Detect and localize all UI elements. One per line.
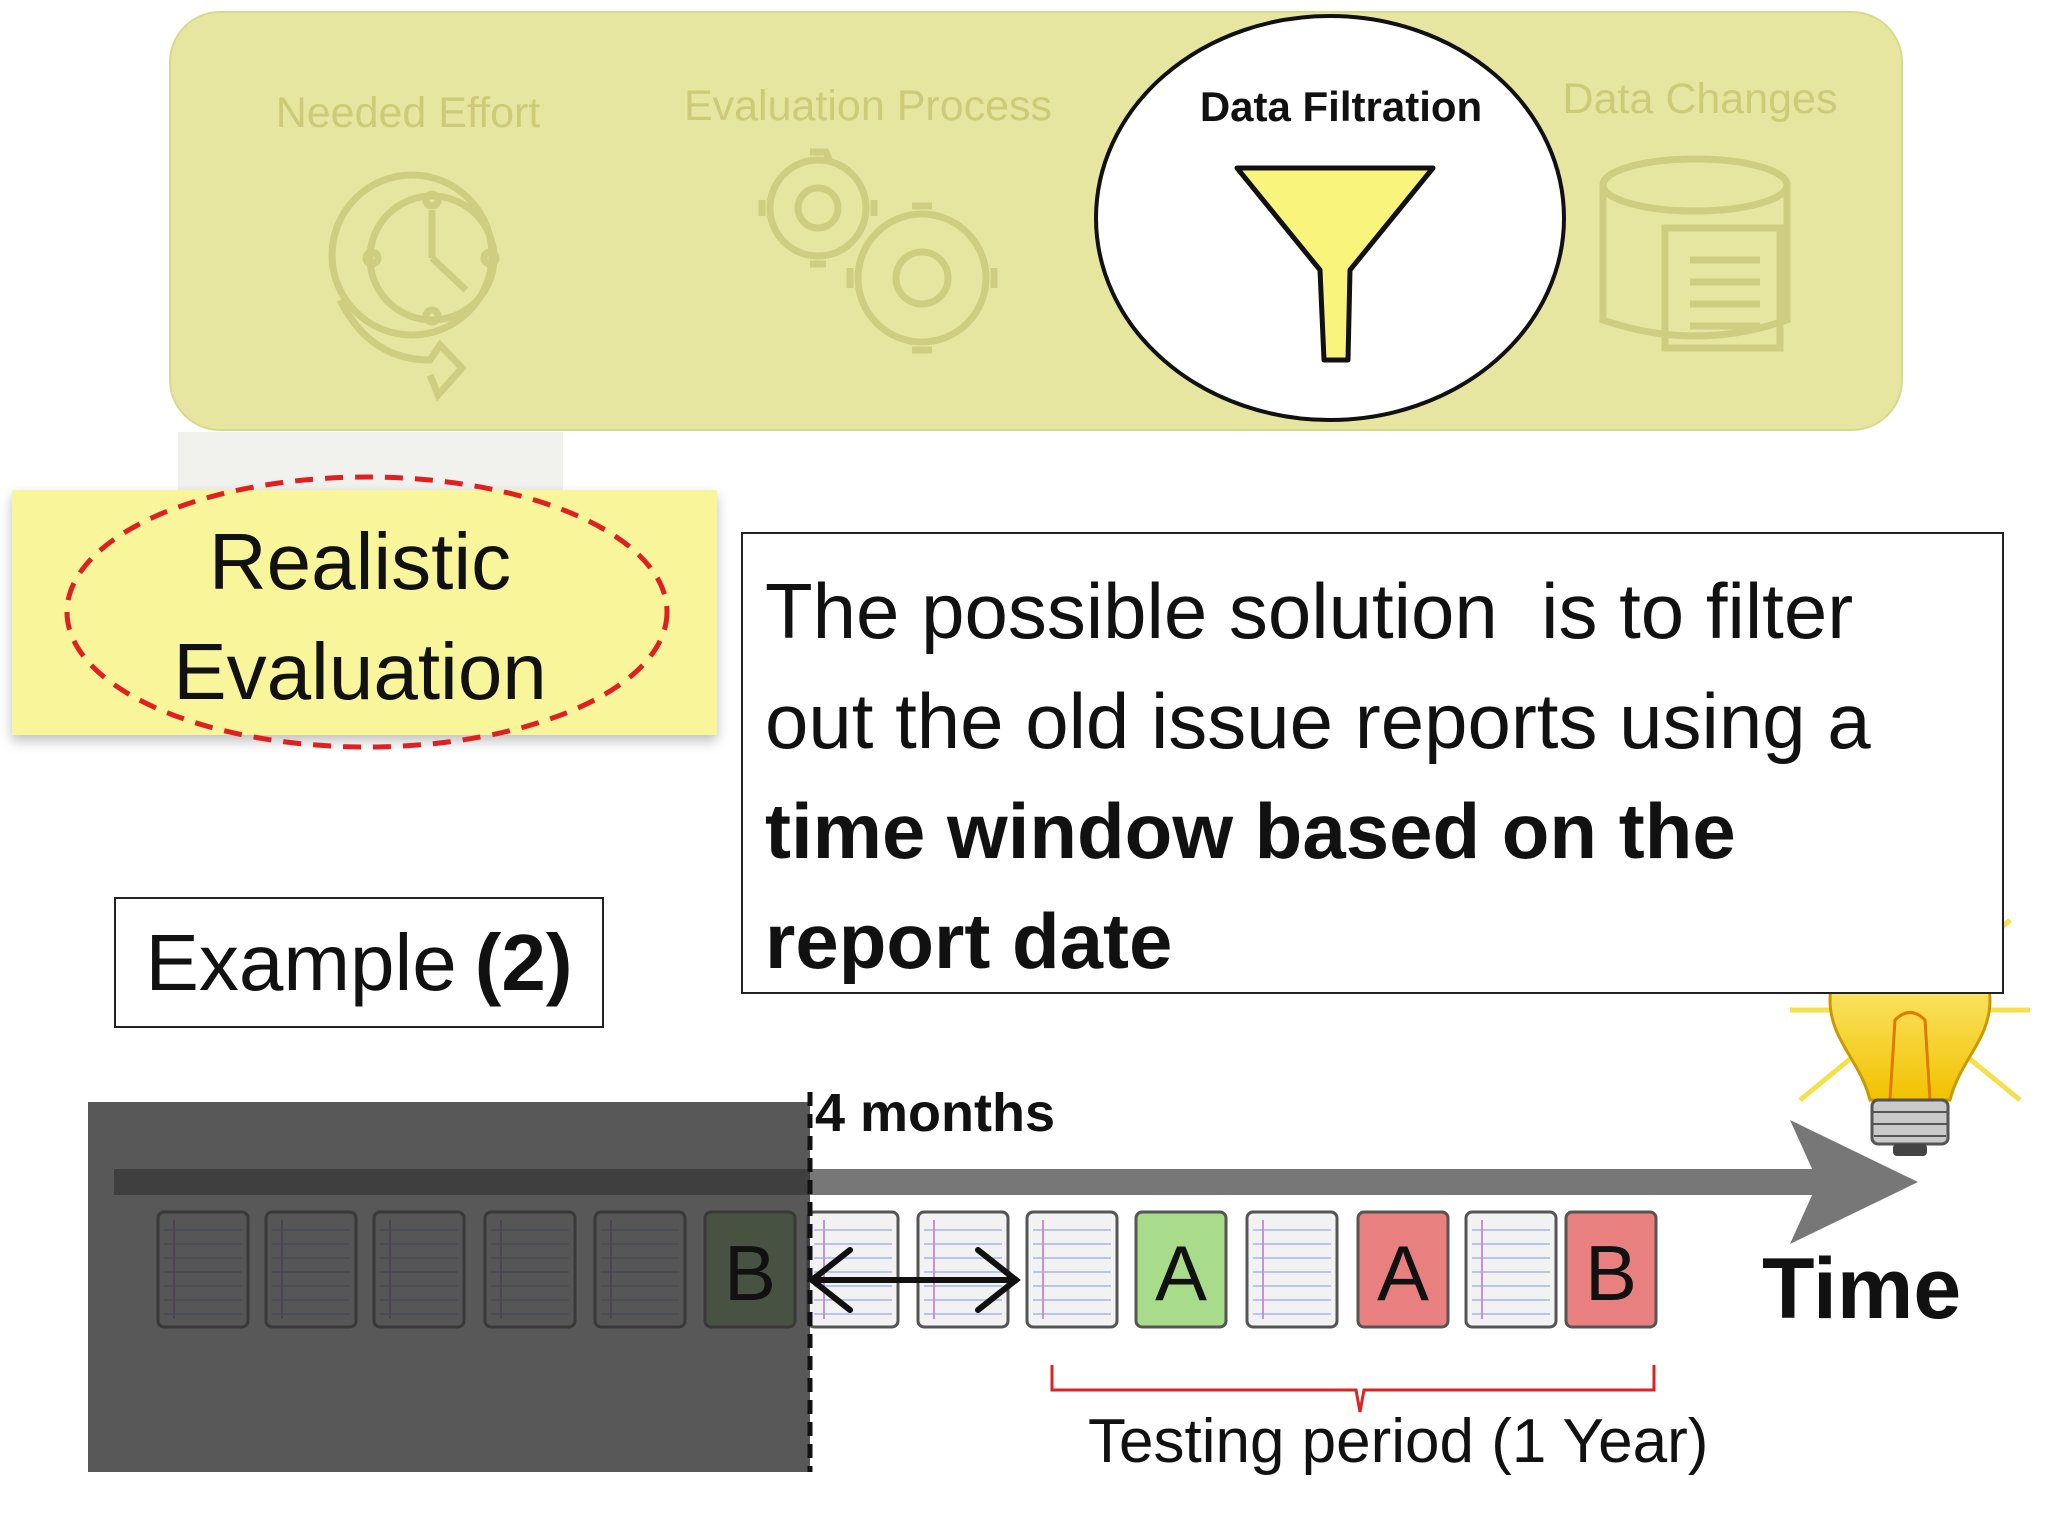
realistic-evaluation-label: Realistic Evaluation [110,507,610,727]
solution-line-3: time window based on the [765,787,1736,875]
sticky-line-2: Evaluation [173,627,547,716]
solution-text-box: The possible solution is to filter out t… [741,532,2004,994]
report-card-letter: A [1154,1229,1208,1317]
sticky-tape [178,432,563,492]
gears-icon [758,148,998,354]
needed-effort-label: Needed Effort [275,89,541,137]
data-changes-label: Data Changes [1562,75,1838,123]
issue-report-card [1025,1210,1119,1329]
time-axis-label: Time [1762,1241,1962,1337]
issue-report-card [1134,1210,1228,1329]
solution-line-4: report date [765,897,1173,985]
report-card-letter: B [1584,1229,1638,1317]
issue-report-card [1564,1210,1658,1329]
window-double-arrow [807,1247,1021,1313]
solution-line-2: out the old issue reports using a [765,677,1871,765]
example-box: Example(2) [114,897,604,1028]
issue-report-card [1356,1210,1450,1329]
data-filtration-label: Data Filtration [1199,83,1483,130]
filtered-overlay [88,1102,810,1472]
funnel-icon [1234,165,1436,363]
issue-report-card [1464,1210,1558,1329]
issue-report-card [916,1210,1010,1329]
report-card-letter: A [1376,1229,1430,1317]
testing-bracket [1050,1365,1656,1413]
clock-cycle-icon [328,171,500,402]
report-card-letter: B [723,1229,777,1317]
database-icon [1599,155,1791,352]
issue-report-card [1245,1210,1339,1329]
example-number: (2) [474,917,573,1007]
example-label: Example [145,917,457,1007]
timeline-arrowhead [1790,1120,1918,1244]
dashed-ellipse [64,474,670,750]
window-months-label: 4 months [815,1083,1056,1143]
sticky-line-1: Realistic [208,517,512,606]
evaluation-process-label: Evaluation Process [683,82,1053,130]
testing-period-label: Testing period (1 Year) [1088,1407,1709,1476]
solution-line-1: The possible solution is to filter [765,567,1854,655]
